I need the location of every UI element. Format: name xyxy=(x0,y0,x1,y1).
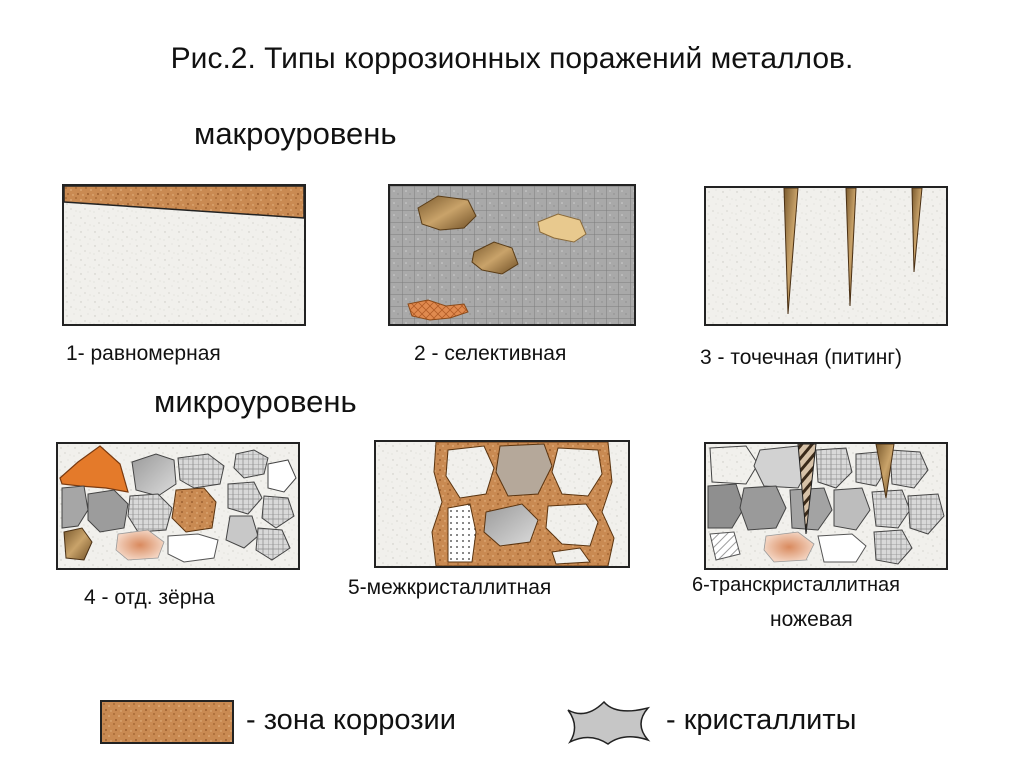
caption-selective: 2 - селективная xyxy=(414,342,567,365)
legend-corrosion-swatch xyxy=(100,700,234,744)
caption-knife: ножевая xyxy=(770,608,853,631)
panel-pitting xyxy=(704,186,948,326)
panel-selective xyxy=(388,184,636,326)
caption-intercrystalline: 5-межкристаллитная xyxy=(348,576,552,599)
caption-grains: 4 - отд. зёрна xyxy=(84,586,215,609)
caption-pitting: 3 - точечная (питинг) xyxy=(700,346,902,369)
caption-transcrystalline: 6-транскристаллитная xyxy=(692,574,901,596)
figure-title: Рис.2. Типы коррозионных поражений метал… xyxy=(170,42,854,75)
panel-intercrystalline xyxy=(374,440,630,568)
panel-grains xyxy=(56,442,300,570)
micro-level-label: микроуровень xyxy=(154,384,357,419)
legend-crystallite-icon xyxy=(567,700,651,745)
panel-transcrystalline xyxy=(704,442,948,570)
panel-uniform xyxy=(62,184,306,326)
caption-uniform: 1- равномерная xyxy=(66,342,221,365)
legend-crystallite-label: - кристаллиты xyxy=(666,704,857,736)
legend-corrosion-label: - зона коррозии xyxy=(246,704,456,736)
macro-level-label: макроуровень xyxy=(194,116,397,151)
